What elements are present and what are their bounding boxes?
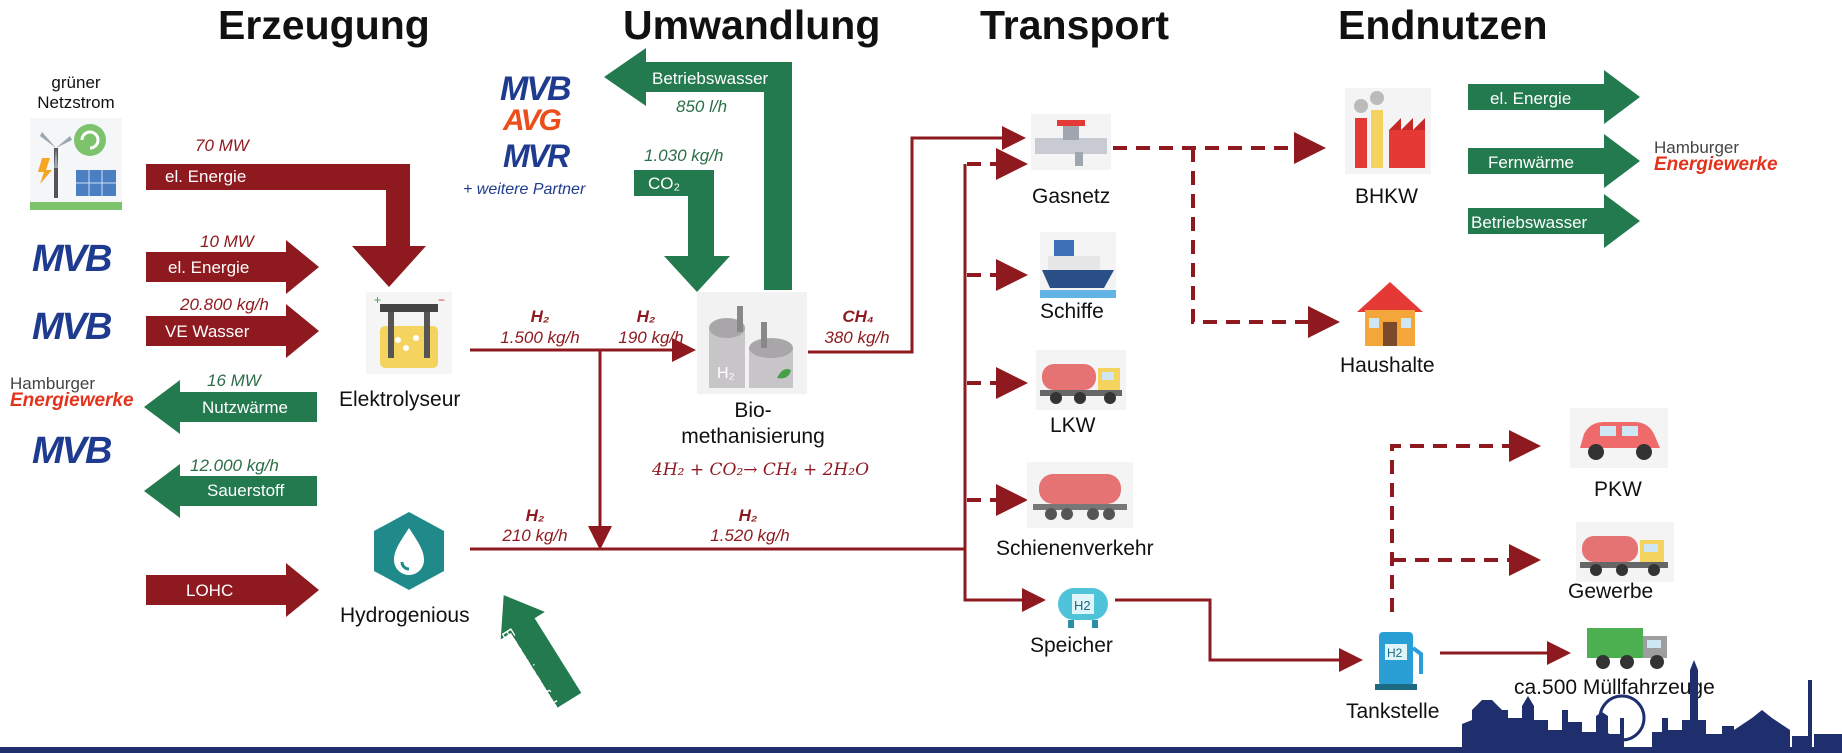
bhkw-label: BHKW [1355, 185, 1418, 208]
h2-flow-1-species: H₂ [530, 307, 550, 326]
svg-text:H2: H2 [1387, 646, 1403, 660]
arrow-sauerstoff [144, 464, 317, 518]
header-transport: Transport [980, 2, 1170, 48]
header-umwandlung: Umwandlung [623, 2, 881, 48]
pkw-label: PKW [1594, 478, 1642, 501]
svg-text:−: − [438, 293, 445, 307]
arrow-ve-wasser [146, 304, 319, 358]
el-energie-10mw-label: el. Energie [168, 258, 250, 277]
h2-flow-4-species: H₂ [738, 506, 758, 525]
schiffe-label: Schiffe [1040, 300, 1104, 323]
arrow-nutzwaerme [144, 380, 317, 434]
electrolyser-icon: + − [366, 292, 452, 374]
tankstelle-label: Tankstelle [1346, 700, 1440, 723]
wind-solar-icon [30, 118, 122, 210]
h2-flow-4-value: 1.520 kg/h [710, 526, 790, 545]
nutzwaerme-value: 16 MW [207, 371, 261, 390]
arrow-co2 [634, 170, 730, 292]
ship-icon [1040, 232, 1116, 298]
footer-bar [0, 747, 1842, 753]
arrow-el-energie-10mw [146, 240, 319, 294]
svg-text:+: + [374, 293, 381, 307]
hamburger-energiewerke-logo: Hamburger Energiewerke [10, 374, 134, 411]
garbage-truck-icon [1587, 628, 1667, 669]
rail-tanker-icon [1027, 462, 1133, 528]
gas-pipe-icon [1031, 114, 1111, 170]
mvb-logo: MVB [32, 306, 112, 348]
arrow-energiezufuhr [500, 595, 582, 708]
ch4-flow-value: 380 kg/h [824, 328, 890, 347]
svg-text:H2: H2 [1074, 598, 1091, 613]
hamburg-skyline-icon [1462, 660, 1842, 748]
tankstelle-icon: H2 [1375, 632, 1423, 690]
haushalte-label: Haushalte [1340, 354, 1435, 377]
co2-value: 1.030 kg/h [644, 146, 724, 165]
biomethanisierung-icon: H₂ [697, 292, 807, 394]
arrow-out-betriebswasser [1468, 194, 1640, 248]
mvr-logo: MVR [503, 138, 570, 174]
sauerstoff-value: 12.000 kg/h [190, 456, 279, 475]
dashed-distribution-lines [967, 132, 1541, 612]
header-erzeugung: Erzeugung [218, 2, 430, 48]
ve-wasser-value: 20.800 kg/h [180, 295, 269, 314]
nutzwaerme-label: Nutzwärme [202, 398, 288, 417]
svg-text:H₂: H₂ [717, 365, 735, 382]
lkw-label: LKW [1050, 414, 1096, 437]
header-endnutzen: Endnutzen [1338, 2, 1548, 48]
muellfahrzeuge-label: ca.500 Müllfahrzeuge [1514, 676, 1715, 699]
h2-flow-3-value: 210 kg/h [502, 526, 568, 545]
arrow-out-el-energie [1468, 70, 1640, 124]
lohc-label: LOHC [186, 581, 234, 600]
co2-label: CO₂ [648, 174, 681, 193]
h2-flow-1-value: 1.500 kg/h [500, 328, 580, 347]
biomethanisierung-label: Bio-methanisierung [681, 399, 825, 448]
reaction-formula: 4H₂ + CO₂→ CH₄ + 2H₂O [652, 460, 870, 480]
schienenverkehr-label: Schienenverkehr [996, 537, 1154, 560]
output-fernwaerme-label: Fernwärme [1488, 153, 1574, 172]
el-energie-70mw-value: 70 MW [195, 136, 249, 155]
h2-flow-lines [470, 126, 1571, 672]
output-el-energie-label: el. Energie [1490, 89, 1572, 108]
hydrogen-storage-icon: H2 [1058, 588, 1108, 628]
gasnetz-label: Gasnetz [1032, 185, 1111, 208]
ve-wasser-label: VE Wasser [165, 322, 250, 341]
elektrolyseur-label: Elektrolyseur [339, 388, 461, 411]
mvb-logo: MVB [32, 430, 112, 472]
car-icon [1570, 408, 1668, 468]
h2-flow-3-species: H₂ [525, 506, 545, 525]
mvb-logo: MVB [32, 238, 112, 280]
arrow-lohc [146, 563, 319, 617]
bhkw-factory-icon [1345, 88, 1431, 174]
betriebswasser-label: Betriebswasser [652, 69, 769, 88]
ch4-flow-species: CH₄ [842, 307, 874, 326]
output-betriebswasser-label: Betriebswasser [1471, 213, 1588, 232]
hamburger-energiewerke-logo: Hamburger Energiewerke [1654, 138, 1778, 175]
weitere-partner-label: + weitere Partner [463, 181, 586, 198]
h2-flow-2-value: 190 kg/h [618, 328, 684, 347]
arrow-out-fernwaerme [1468, 134, 1640, 188]
gewerbe-truck-icon [1576, 522, 1674, 582]
house-icon [1357, 282, 1423, 346]
betriebswasser-value: 850 l/h [676, 97, 728, 116]
avg-logo: AVG [503, 104, 562, 137]
sauerstoff-label: Sauerstoff [207, 481, 285, 500]
speicher-label: Speicher [1030, 634, 1113, 657]
arrow-betriebswasser-return [604, 48, 792, 290]
gewerbe-label: Gewerbe [1568, 580, 1654, 603]
el-energie-70mw-label: el. Energie [165, 167, 247, 186]
hydrogenious-label: Hydrogenious [340, 604, 470, 627]
mvb-logo-partner: MVB [500, 70, 572, 108]
h2-flow-2-species: H₂ [636, 307, 656, 326]
lkw-tanker-icon [1036, 350, 1126, 410]
hydrogenious-logo-icon [374, 512, 444, 590]
arrow-el-energie-70mw [146, 164, 426, 287]
el-energie-10mw-value: 10 MW [200, 232, 254, 251]
